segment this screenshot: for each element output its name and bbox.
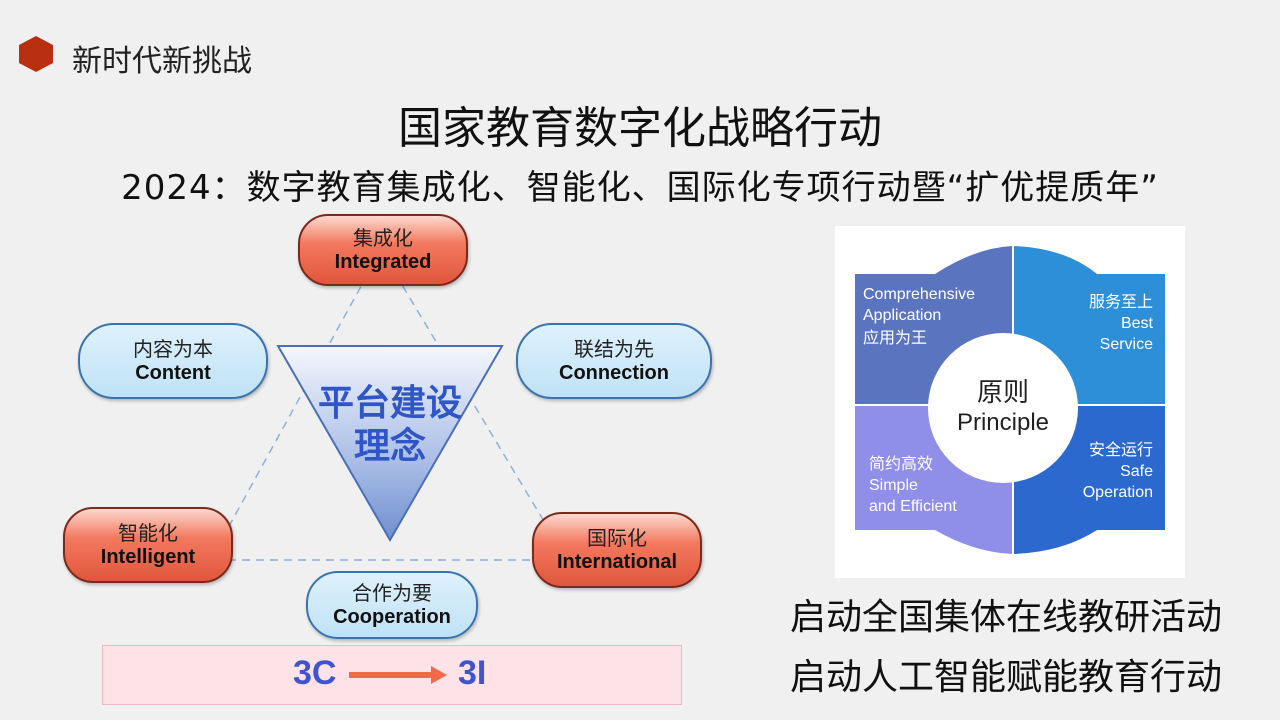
quadrant-bl-line1: 简约高效 bbox=[869, 456, 934, 473]
quadrant-tl-line3: 应用为王 bbox=[863, 330, 928, 347]
node-international-en: International bbox=[556, 551, 677, 573]
action-item-2: 启动人工智能赋能教育行动 bbox=[790, 657, 1223, 698]
banner-to-label: 3I bbox=[458, 654, 487, 692]
node-integrated-zh: 集成化 bbox=[353, 226, 413, 250]
center-triangle bbox=[276, 345, 504, 543]
node-cooperation: 合作为要 Cooperation bbox=[306, 571, 478, 639]
node-connection-zh: 联结为先 bbox=[574, 337, 654, 361]
principle-diagram bbox=[855, 246, 1165, 554]
quadrant-bl-line2: Simple bbox=[869, 477, 918, 494]
action-item-1: 启动全国集体在线教研活动 bbox=[790, 597, 1223, 638]
right-arrow-icon bbox=[349, 666, 447, 684]
node-content-zh: 内容为本 bbox=[133, 337, 213, 361]
node-intelligent-en: Intelligent bbox=[100, 546, 196, 568]
quadrant-tr-line3: Service bbox=[1099, 336, 1153, 353]
node-integrated: 集成化 Integrated bbox=[298, 214, 468, 286]
principle-figure: 原则 Principle Comprehensive Application 应… bbox=[835, 226, 1185, 578]
transition-banner: 3C 3I bbox=[102, 645, 682, 705]
node-cooperation-en: Cooperation bbox=[333, 606, 451, 628]
node-intelligent-zh: 智能化 bbox=[118, 521, 178, 545]
page-subtitle: 2024：数字教育集成化、智能化、国际化专项行动暨“扩优提质年” bbox=[121, 168, 1159, 208]
node-content-en: Content bbox=[135, 362, 211, 384]
diagram-lines bbox=[227, 249, 549, 561]
banner-from-label: 3C bbox=[293, 654, 337, 692]
node-cooperation-zh: 合作为要 bbox=[352, 581, 432, 605]
hexagon-icon bbox=[19, 36, 53, 72]
node-connection-en: Connection bbox=[559, 362, 669, 384]
section-title: 新时代新挑战 bbox=[72, 44, 252, 79]
quadrant-tl-line1: Comprehensive bbox=[863, 286, 976, 303]
node-connection: 联结为先 Connection bbox=[516, 323, 712, 399]
quadrant-br-line3: Operation bbox=[1082, 484, 1153, 501]
principle-center-en: Principle bbox=[956, 409, 1050, 436]
quadrant-br-line1: 安全运行 bbox=[1088, 442, 1153, 459]
quadrant-br-line2: Safe bbox=[1120, 463, 1153, 480]
node-international: 国际化 International bbox=[532, 512, 702, 588]
center-label-line1: 平台建设 bbox=[317, 383, 462, 424]
node-international-zh: 国际化 bbox=[587, 526, 647, 550]
page-title: 国家教育数字化战略行动 bbox=[398, 103, 882, 154]
quadrant-tl-line2: Application bbox=[863, 307, 942, 324]
node-content: 内容为本 Content bbox=[78, 323, 268, 399]
quadrant-bl-line3: and Efficient bbox=[869, 498, 957, 515]
quadrant-tr-line2: Best bbox=[1120, 315, 1153, 332]
node-integrated-en: Integrated bbox=[334, 251, 432, 273]
center-label-line2: 理念 bbox=[353, 426, 426, 468]
principle-center-circle bbox=[928, 333, 1078, 483]
principle-center-zh: 原则 bbox=[976, 378, 1029, 408]
quadrant-tr-line1: 服务至上 bbox=[1088, 294, 1153, 311]
node-intelligent: 智能化 Intelligent bbox=[63, 507, 233, 583]
